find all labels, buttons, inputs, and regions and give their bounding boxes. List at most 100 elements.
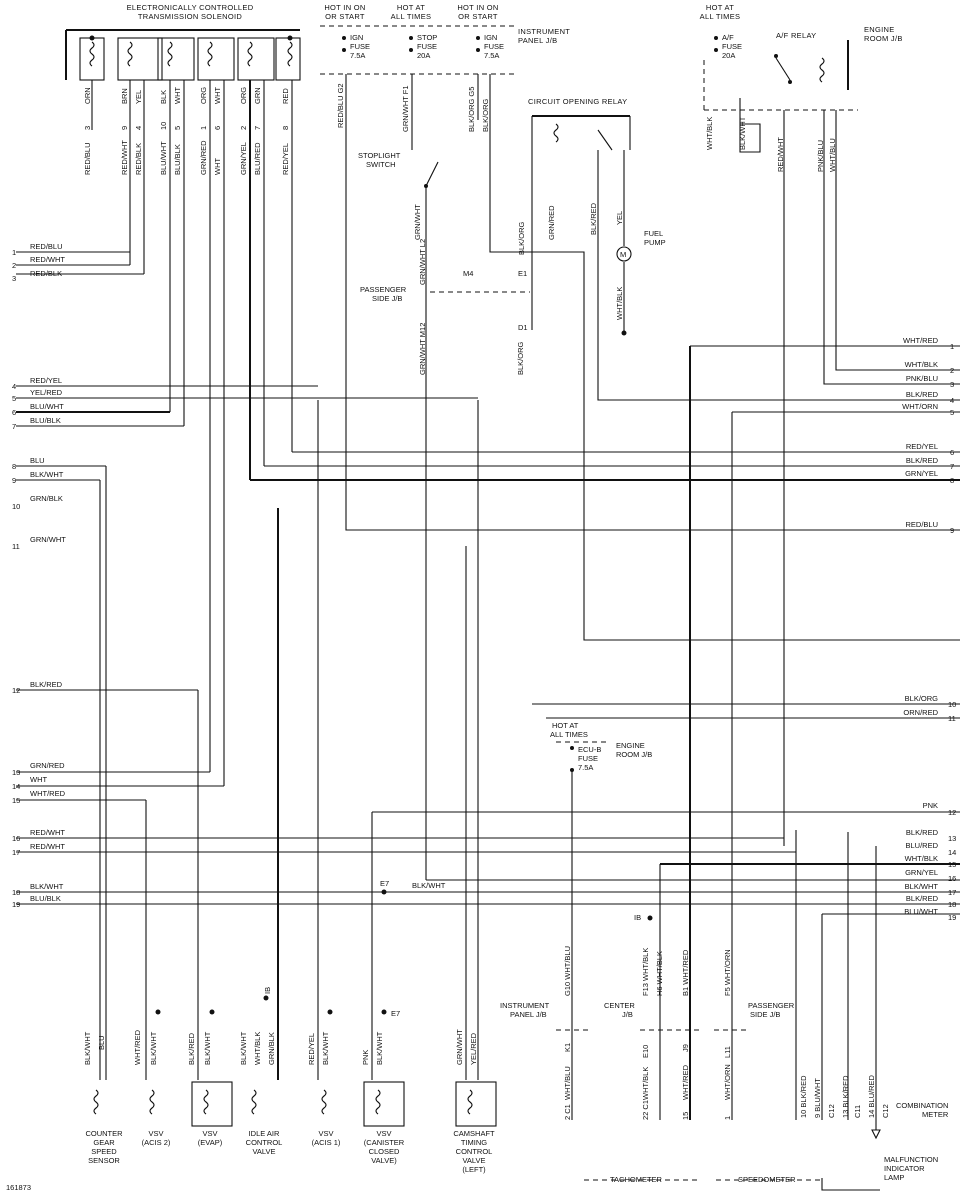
lr-c1-15: 15 xyxy=(681,1112,690,1120)
top-wire-below: BLU/WHT xyxy=(159,141,168,175)
top-wire-below: RED/WHT xyxy=(120,140,129,175)
solenoid-header-line-1: ELECTRONICALLY CONTROLLED xyxy=(127,3,254,12)
right-terminals: WHT/RED 1 WHT/BLK 2 PNK/BLU 3 BLK/RED 4 … xyxy=(902,336,956,922)
component-wire-label: WHT/BLK xyxy=(253,1032,262,1065)
fuse-stop-line-3: 20A xyxy=(417,51,430,60)
fuel-pump-line-1: FUEL xyxy=(644,229,663,238)
af-relay-wht-blk: WHT/BLK xyxy=(705,117,714,150)
top-wire-pin: 7 xyxy=(253,126,262,130)
left-terminal-label: BLU/WHT xyxy=(30,402,64,411)
ecu-b-fuse: HOT AT ALL TIMES ECU-B FUSE 7.5A ENGINE … xyxy=(550,721,652,772)
top-wire-labels: ORN 3 RED/BLU BRN 9 RED/WHT YEL 4 RED/BL… xyxy=(83,87,290,175)
fuel-pump-motor-letter: M xyxy=(620,250,626,259)
iacv-node xyxy=(263,995,269,1001)
m4-label: M4 xyxy=(463,269,473,278)
vsv-coil-icon xyxy=(375,1089,381,1115)
right-terminal-num: 7 xyxy=(950,462,954,471)
component-wire-label: BLK/WHT xyxy=(375,1031,384,1065)
solenoid-node-1 xyxy=(89,35,95,41)
fuse-block: IGN FUSE 7.5A STOP FUSE 20A IGN FUSE 7.5… xyxy=(320,25,516,75)
lr-instrument-panel-jb-1: INSTRUMENT xyxy=(500,1001,550,1010)
hot-all-times-header-1: HOT AT ALL TIMES xyxy=(391,3,431,21)
hot-all-times-3-line-1: HOT AT xyxy=(552,721,579,730)
stoplight-switch-blade xyxy=(425,161,439,187)
top-wire-color: GRN xyxy=(253,87,262,104)
e1-label: E1 xyxy=(518,269,527,278)
right-terminal-num: 13 xyxy=(948,834,956,843)
vsv-acis-2: WHT/RED BLK/WHT VSV (ACIS 2) xyxy=(133,1009,171,1147)
lr-l11: L11 xyxy=(723,1046,732,1058)
component-name-line: TIMING xyxy=(461,1138,487,1147)
right-terminal-label: WHT/BLK xyxy=(905,854,938,863)
lr-f5: F5 WHT/ORN xyxy=(723,949,732,996)
top-wire-pin: 9 xyxy=(120,126,129,130)
solenoid-box-1 xyxy=(79,37,105,81)
left-terminal-num: 9 xyxy=(12,476,16,485)
lr-malfunction-lamp-2: INDICATOR xyxy=(884,1164,925,1173)
fuse-af-line-2: FUSE xyxy=(722,42,742,51)
component-wire-label: GRN/BLK xyxy=(267,1032,276,1065)
fuse-ign-node xyxy=(342,36,346,40)
fuse-stop-line-2: FUSE xyxy=(417,42,437,51)
left-terminal-num: 8 xyxy=(12,462,16,471)
top-wire-color: RED xyxy=(281,88,290,104)
component-name-line: CONTROL xyxy=(456,1147,493,1156)
passenger-side-jb-line-2: SIDE J/B xyxy=(372,294,402,303)
right-terminal-label: PNK/BLU xyxy=(906,374,938,383)
left-terminal-num: 2 xyxy=(12,261,16,270)
malfunction-lamp-icon xyxy=(871,1129,881,1140)
horizontal-wires xyxy=(16,251,960,915)
af-relay-dash xyxy=(703,60,858,111)
vsv-coil-icon xyxy=(321,1089,327,1115)
right-terminal-num: 9 xyxy=(950,526,954,535)
component-name-line: (CANISTER xyxy=(364,1138,405,1147)
e7-node xyxy=(381,889,387,895)
vsv-canister-closed-valve: PNK BLK/WHT VSV (CANISTER CLOSED VALVE) xyxy=(361,1031,405,1165)
hot-all-times-1-line-1: HOT AT xyxy=(397,3,425,12)
right-terminal-label: BLK/RED xyxy=(906,828,939,837)
fuse-af-node-2 xyxy=(714,48,718,52)
ib-label: IB xyxy=(634,913,641,922)
cor-blk-org: BLK/ORG xyxy=(517,221,526,255)
component-wire-label: BLK/WHT xyxy=(239,1031,248,1065)
fuse-ign2-out-label-2: BLK/ORG xyxy=(481,98,490,132)
lr-combination-meter-1: COMBINATION xyxy=(896,1101,948,1110)
component-wire-label: YEL/RED xyxy=(469,1032,478,1065)
top-wire-below: RED/YEL xyxy=(281,143,290,175)
fuse-ign2-line-2: FUSE xyxy=(484,42,504,51)
lr-c12-9: 9 BLU/WHT xyxy=(813,1078,822,1118)
lr-j9: J9 xyxy=(681,1044,690,1052)
fuel-pump-motor-icon xyxy=(616,246,632,262)
solenoid-box-4 xyxy=(197,37,235,81)
top-wire-pin: 5 xyxy=(173,126,182,130)
lr-center-jb-1: CENTER xyxy=(604,1001,635,1010)
left-terminal-label: BLK/RED xyxy=(30,680,63,689)
left-terminal-num: 4 xyxy=(12,382,16,391)
top-wire-pin: 4 xyxy=(134,126,143,130)
left-terminal-label: BLU/BLK xyxy=(30,894,61,903)
top-wire-color: BRN xyxy=(120,88,129,104)
lr-instrument-panel-jb-2: PANEL J/B xyxy=(510,1010,547,1019)
bottom-components: BLK/WHT BLU COUNTER GEAR SPEED SENSOR WH… xyxy=(83,987,497,1174)
fuse-stop-node-2 xyxy=(409,48,413,52)
top-wire-color: ORG xyxy=(239,87,248,104)
hot-all-times-3-line-2: ALL TIMES xyxy=(550,730,588,739)
lr-combination-meter-2: METER xyxy=(922,1110,949,1119)
component-name-line: VALVE xyxy=(252,1147,275,1156)
sensor-coil-icon xyxy=(93,1089,99,1115)
solenoid-coil-5 xyxy=(247,41,253,67)
top-wire-pin: 2 xyxy=(239,126,248,130)
hot-on-start-header-2: HOT IN ON OR START xyxy=(457,3,498,21)
component-wire-label: BLK/WHT xyxy=(203,1031,212,1065)
component-wire-label: BLK/WHT xyxy=(321,1031,330,1065)
left-terminal-label: RED/BLU xyxy=(30,242,63,251)
right-terminal-label: WHT/RED xyxy=(903,336,939,345)
lr-c12-10: 10 BLK/RED xyxy=(799,1075,808,1118)
e7-label-top: E7 xyxy=(380,879,389,888)
left-terminal-num: 5 xyxy=(12,394,16,403)
fuse-stop-out-label: GRN/WHT F1 xyxy=(401,85,410,132)
left-terminal-num: 7 xyxy=(12,422,16,431)
right-terminal-label: BLK/RED xyxy=(906,456,939,465)
solenoid-box-3 xyxy=(157,37,195,81)
